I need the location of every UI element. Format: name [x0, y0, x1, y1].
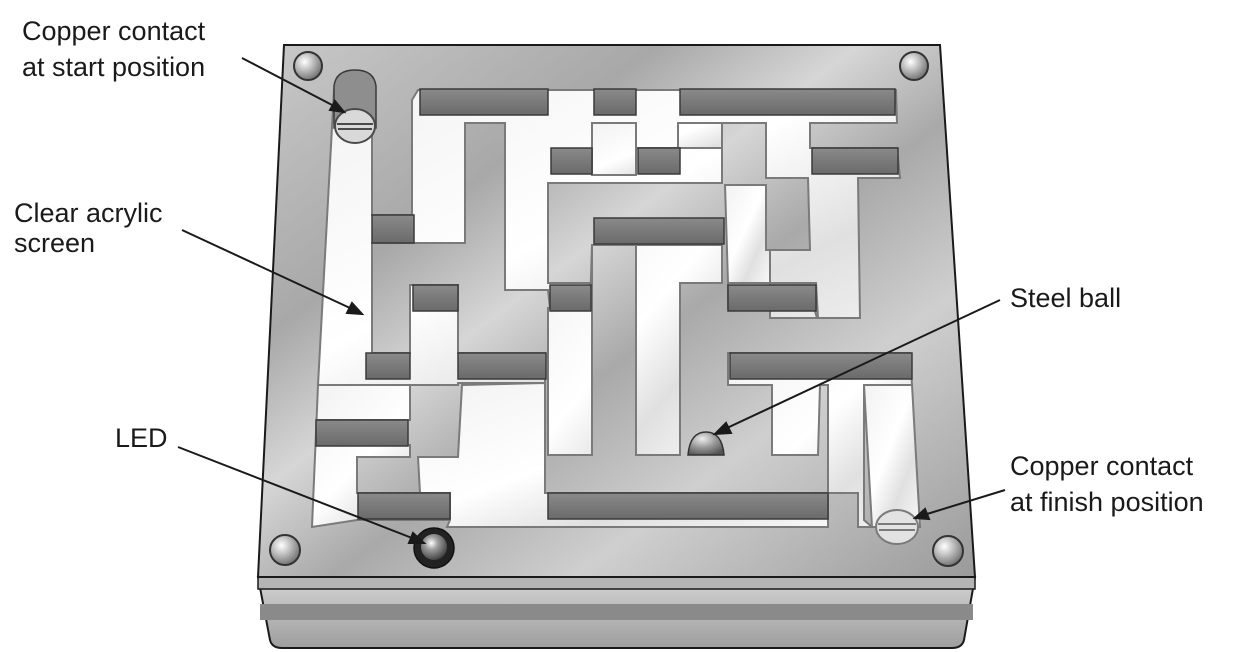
wall-block: [366, 353, 410, 379]
wall-block: [638, 148, 680, 174]
top-rim: [258, 577, 975, 589]
wall-block: [551, 148, 592, 174]
wall-block: [413, 285, 458, 311]
wall-block: [730, 353, 912, 379]
wall-block: [728, 285, 816, 311]
finish-contact: [876, 510, 918, 544]
wall-block: [550, 285, 591, 311]
led: [414, 528, 454, 568]
wall-block: [420, 89, 548, 115]
wall-block: [680, 89, 895, 115]
label-start-contact-line2: at start position: [22, 52, 205, 82]
wall-block: [458, 353, 546, 379]
label-led: LED: [115, 423, 168, 453]
screw-bottom-left: [270, 535, 300, 565]
screw-top-right: [900, 52, 928, 80]
label-finish-contact-line2: at finish position: [1010, 487, 1204, 517]
screw-top-left: [294, 52, 322, 80]
wall-block: [358, 493, 450, 519]
wall-block: [812, 148, 898, 174]
label-start-contact-line1: Copper contact: [22, 16, 206, 46]
label-acrylic-screen-line1: Clear acrylic: [14, 198, 163, 228]
label-steel-ball: Steel ball: [1010, 283, 1121, 313]
wall-block: [316, 420, 408, 446]
board-base: [258, 577, 975, 648]
wall-block: [594, 89, 636, 115]
wall-block: [548, 493, 828, 519]
wall-block: [372, 215, 414, 243]
label-acrylic-screen-line2: screen: [14, 228, 95, 258]
screw-bottom-right: [933, 536, 963, 566]
label-finish-contact-line1: Copper contact: [1010, 451, 1194, 481]
wall-block: [594, 218, 724, 244]
base-stripe: [260, 604, 973, 620]
